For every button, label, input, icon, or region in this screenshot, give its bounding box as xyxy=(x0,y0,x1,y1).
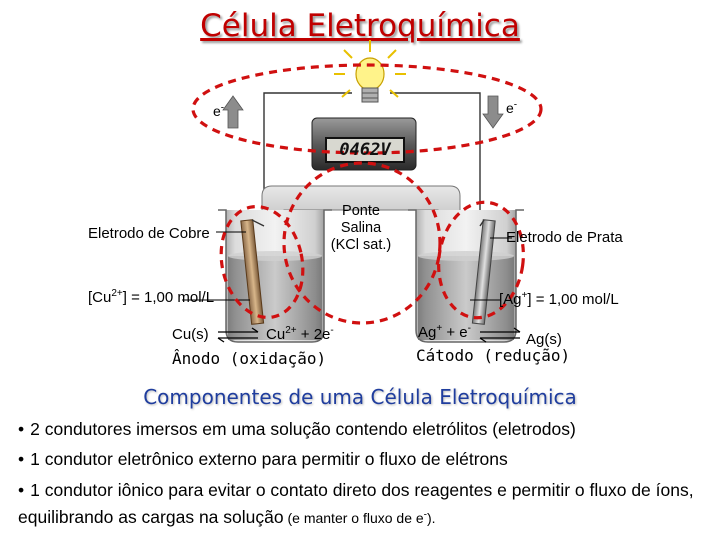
beaker-right xyxy=(408,209,524,343)
copper-concentration: [Cu2+] = 1,00 mol/L xyxy=(88,288,215,307)
bullet-item-1: •2 condutores imersos em uma solução con… xyxy=(18,416,708,443)
bullet-marker: • xyxy=(18,480,25,500)
bullet-item-3: •1 condutor iônico para evitar o contato… xyxy=(18,477,708,532)
pointer-lines xyxy=(182,231,512,301)
bullet-item-2: •1 condutor eletrônico externo para perm… xyxy=(18,446,708,473)
silver-lead xyxy=(479,219,485,227)
electrochemical-cell-diagram xyxy=(182,40,543,343)
beaker-left xyxy=(218,209,332,343)
equilibrium-arrows-cathode xyxy=(479,327,521,343)
bullet-suffix: (e manter o fluxo de e-). xyxy=(283,509,436,526)
electron-arrow-right xyxy=(482,95,504,129)
voltmeter-display: 0462V xyxy=(339,140,391,160)
copper-electrode-label: Eletrodo de Cobre xyxy=(88,225,210,242)
salt-bridge-label-line3: (KCl sat.) xyxy=(330,237,392,253)
highlight-ellipse-bridge xyxy=(282,161,442,325)
bullet-text: 2 condutores imersos em uma solução cont… xyxy=(30,419,576,439)
cathode-product: Ag(s) xyxy=(526,331,562,348)
silver-electrode-label: Eletrodo de Prata xyxy=(506,229,623,246)
electron-label-left: e- xyxy=(213,102,225,119)
bullet-marker: • xyxy=(18,419,25,439)
bullet-text: 1 condutor eletrônico externo para permi… xyxy=(30,449,508,469)
salt-bridge-label: Ponte Salina (KCl sat.) xyxy=(316,203,406,254)
electron-label-right: e- xyxy=(506,99,518,116)
section-subtitle: Componentes de uma Célula Eletroquímica xyxy=(143,385,577,409)
voltmeter xyxy=(311,117,417,171)
anode-product: Cu2+ + 2e- xyxy=(266,325,334,344)
electron-arrow-left xyxy=(222,95,244,129)
page-title: Célula Eletroquímica xyxy=(200,8,520,44)
anode-reactant: Cu(s) xyxy=(172,326,209,343)
cathode-caption: Cátodo (redução) xyxy=(416,346,571,365)
salt-bridge-label-line2: Salina xyxy=(340,220,382,236)
highlight-ellipse-cathode xyxy=(437,200,525,320)
anode-caption: Ânodo (oxidação) xyxy=(172,349,327,368)
highlight-ellipse-circuit xyxy=(191,63,543,155)
light-bulb-icon xyxy=(334,40,406,103)
bullet-marker: • xyxy=(18,449,25,469)
copper-lead xyxy=(251,219,265,227)
external-wire xyxy=(263,92,481,226)
silver-concentration: [Ag+] = 1,00 mol/L xyxy=(499,290,619,309)
copper-electrode xyxy=(240,219,265,325)
highlight-ellipse-anode xyxy=(219,204,305,320)
silver-electrode xyxy=(471,219,496,325)
equilibrium-arrows-anode xyxy=(217,327,259,343)
salt-bridge-label-line1: Ponte xyxy=(342,203,380,219)
cathode-reactant: Ag+ + e- xyxy=(418,323,471,342)
bullet-text: 1 condutor iônico para evitar o contato … xyxy=(18,480,694,527)
